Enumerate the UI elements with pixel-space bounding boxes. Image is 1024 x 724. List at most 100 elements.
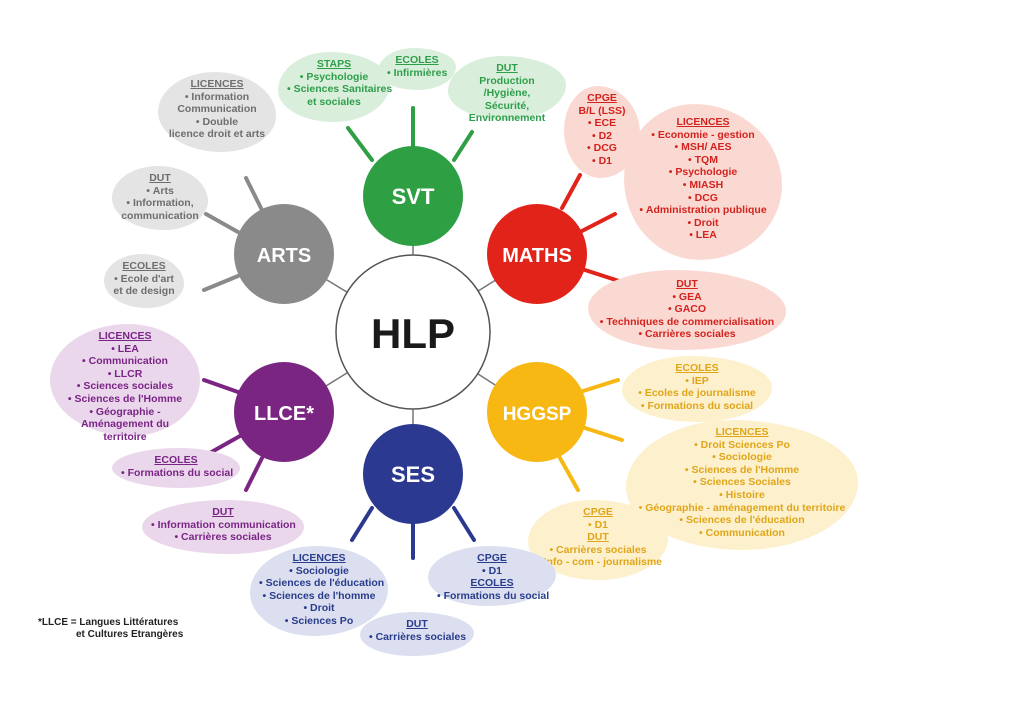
box-item: Géographie - [59, 406, 191, 419]
svt-staps-box: STAPS Psychologie Sciences Sanitaires et… [278, 52, 393, 122]
box-item: DCG [573, 142, 631, 155]
footnote-line: et Cultures Etrangères [76, 629, 184, 640]
arts-ecoles-box: ECOLES Ecole d'art et de design [104, 254, 184, 308]
box-item: Carrières sociales [151, 531, 295, 544]
box-item: GEA [597, 291, 777, 304]
box-item: Communication [635, 527, 849, 540]
node-ses-circle [363, 424, 463, 524]
ses-cpge-box: CPGE D1 ECOLES Formations du social [428, 546, 556, 606]
ses-dut-box: DUT Carrières sociales [360, 612, 474, 656]
svt-dut-box: DUT Production /Hygiène, Sécurité, Envir… [448, 56, 566, 124]
box-item: Sciences de l'éducation [259, 577, 385, 590]
node-hggsp-circle [487, 362, 587, 462]
llce-dut-box: DUT Information communication Carrières … [142, 500, 304, 554]
box-line: B/L (LSS) [578, 104, 626, 117]
tick-ses [452, 506, 476, 542]
tick-maths [578, 212, 617, 234]
center-circle [335, 254, 491, 410]
box-heading: ECOLES [675, 362, 719, 374]
box-line: Communication [177, 103, 257, 116]
box-heading: ECOLES [395, 54, 439, 66]
node-svt-circle [363, 146, 463, 246]
box-item: LLCR [59, 368, 191, 381]
box-item: Sociologie [259, 565, 379, 578]
box-heading: DUT [406, 618, 428, 630]
box-item: Information [167, 91, 267, 104]
box-item: Ecoles de journalisme [631, 387, 763, 400]
box-heading: DUT [496, 62, 518, 74]
footnote-line: *LLCE = Langues Littératures [38, 617, 179, 628]
hggsp-ecoles-box: ECOLES IEP Ecoles de journalisme Formati… [622, 356, 772, 422]
tick-hggsp [558, 456, 580, 492]
box-item: Economie - gestion [633, 129, 773, 142]
box-heading: STAPS [316, 58, 352, 70]
box-heading: LICENCES [715, 426, 769, 438]
box-line: communication [121, 209, 199, 222]
node-arts-circle [234, 204, 334, 304]
nodes: SVT MATHS HGGSP SES LLCE* ARTS HLP [234, 146, 587, 524]
box-line: et sociales [307, 95, 361, 108]
box-heading: DUT [676, 278, 698, 290]
box-heading: DUT [149, 172, 171, 184]
node-svt-label: SVT [392, 184, 435, 209]
box-heading: LICENCES [292, 552, 346, 564]
box-item: Sciences de l'Homme [59, 393, 191, 406]
box-line: Production /Hygiène, [479, 74, 535, 100]
arts-licences-box: LICENCES Information Communication Doubl… [158, 72, 276, 152]
box-item: Formations du social [437, 590, 550, 603]
maths-dut-box: DUT GEA GACO Techniques de commercialisa… [588, 270, 786, 350]
arts-dut-box: DUT Arts Information, communication [112, 166, 208, 230]
box-item: Arts [121, 185, 199, 198]
box-item: Carrières sociales [597, 328, 777, 341]
box-item: Histoire [635, 489, 849, 502]
box-item: D1 [437, 565, 547, 578]
box-item: Techniques de commercialisation [597, 316, 777, 329]
box-item: Carrières sociales [537, 544, 659, 557]
llce-licences-box: LICENCES LEA Communication LLCR Sciences… [50, 324, 200, 443]
ses-licences-box: LICENCES Sociologie Sciences de l'éducat… [250, 546, 388, 636]
box-item: TQM [633, 154, 773, 167]
box-item: Sciences Po [259, 615, 379, 628]
box-line: Environnement [468, 112, 546, 125]
box-line: Sécurité, [484, 99, 530, 112]
box-item: Sciences de l'éducation [635, 514, 849, 527]
center-label: HLP [371, 310, 455, 357]
box-item: D1 [573, 155, 631, 168]
box-heading: DUT [212, 506, 234, 518]
tick-arts [204, 212, 240, 234]
box-heading: LICENCES [190, 78, 244, 90]
box-item: Double [167, 116, 267, 129]
maths-licences-box: LICENCES Economie - gestion MSH/ AES TQM… [624, 104, 782, 260]
node-arts-label: ARTS [257, 245, 311, 267]
tick-svt [452, 130, 474, 162]
box-heading: ECOLES [122, 260, 166, 272]
box-item: Géographie - aménagement du territoire [635, 502, 849, 515]
box-item: Sciences Sanitaires [287, 83, 393, 96]
tick-arts [202, 274, 240, 292]
tick-maths [560, 173, 582, 210]
box-item: Formations du social [121, 467, 234, 480]
box-heading: DUT [587, 531, 609, 544]
tick-arts [244, 176, 264, 212]
box-heading: LICENCES [98, 330, 152, 342]
footnote: *LLCE = Langues Littératures et Cultures… [38, 617, 183, 641]
box-item: IEP [631, 375, 763, 388]
box-item: Sociologie [635, 451, 849, 464]
box-item: Sciences de l'Homme [635, 464, 849, 477]
node-llce-circle [234, 362, 334, 462]
box-item: Droit [259, 602, 379, 615]
svt-ecoles-box: ECOLES Infirmières [378, 48, 456, 90]
box-item: Information communication [151, 519, 296, 532]
box-item: Psychologie [633, 166, 773, 179]
box-line: et de design [113, 285, 175, 298]
node-hggsp-label: HGGSP [503, 404, 572, 425]
box-item: Ecole d'art [113, 273, 175, 286]
box-item: MSH/ AES [633, 141, 773, 154]
tick-llce [202, 378, 240, 394]
node-maths-circle [487, 204, 587, 304]
tick-hggsp [578, 378, 620, 394]
tick-hggsp [583, 426, 624, 442]
box-item: GACO [597, 303, 777, 316]
box-item: Psychologie [287, 71, 381, 84]
box-heading: CPGE [587, 92, 617, 104]
